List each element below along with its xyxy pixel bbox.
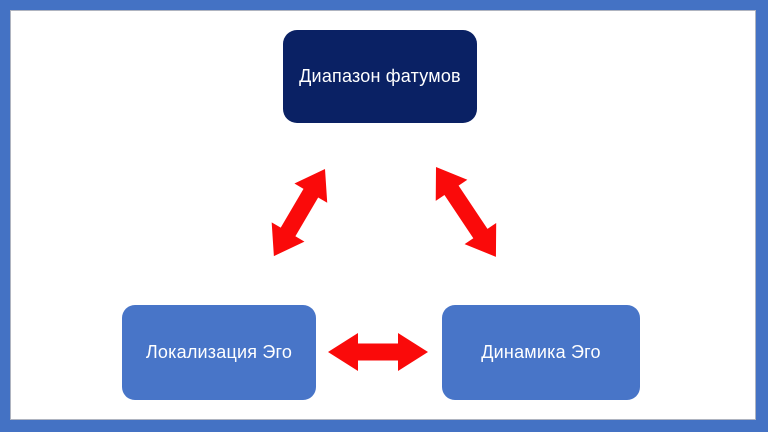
node-ego-dynamics-label: Динамика Эго bbox=[481, 341, 601, 362]
double-arrow-top-to-bottom-right[interactable] bbox=[420, 156, 512, 267]
node-fatum-range-label: Диапазон фатумов bbox=[299, 65, 461, 86]
node-ego-dynamics[interactable]: Динамика Эго bbox=[442, 305, 640, 400]
double-arrow-icon bbox=[271, 169, 328, 257]
connector-layer bbox=[258, 156, 512, 371]
double-arrow-top-to-bottom-left[interactable] bbox=[258, 159, 342, 265]
node-fatum-range[interactable]: Диапазон фатумов bbox=[283, 30, 477, 123]
double-arrow-icon bbox=[435, 167, 497, 257]
node-ego-localization[interactable]: Локализация Эго bbox=[122, 305, 316, 400]
double-arrow-icon bbox=[328, 333, 428, 371]
node-ego-localization-label: Локализация Эго bbox=[145, 341, 293, 362]
double-arrow-bottom-left-to-bottom-right[interactable] bbox=[328, 333, 428, 371]
